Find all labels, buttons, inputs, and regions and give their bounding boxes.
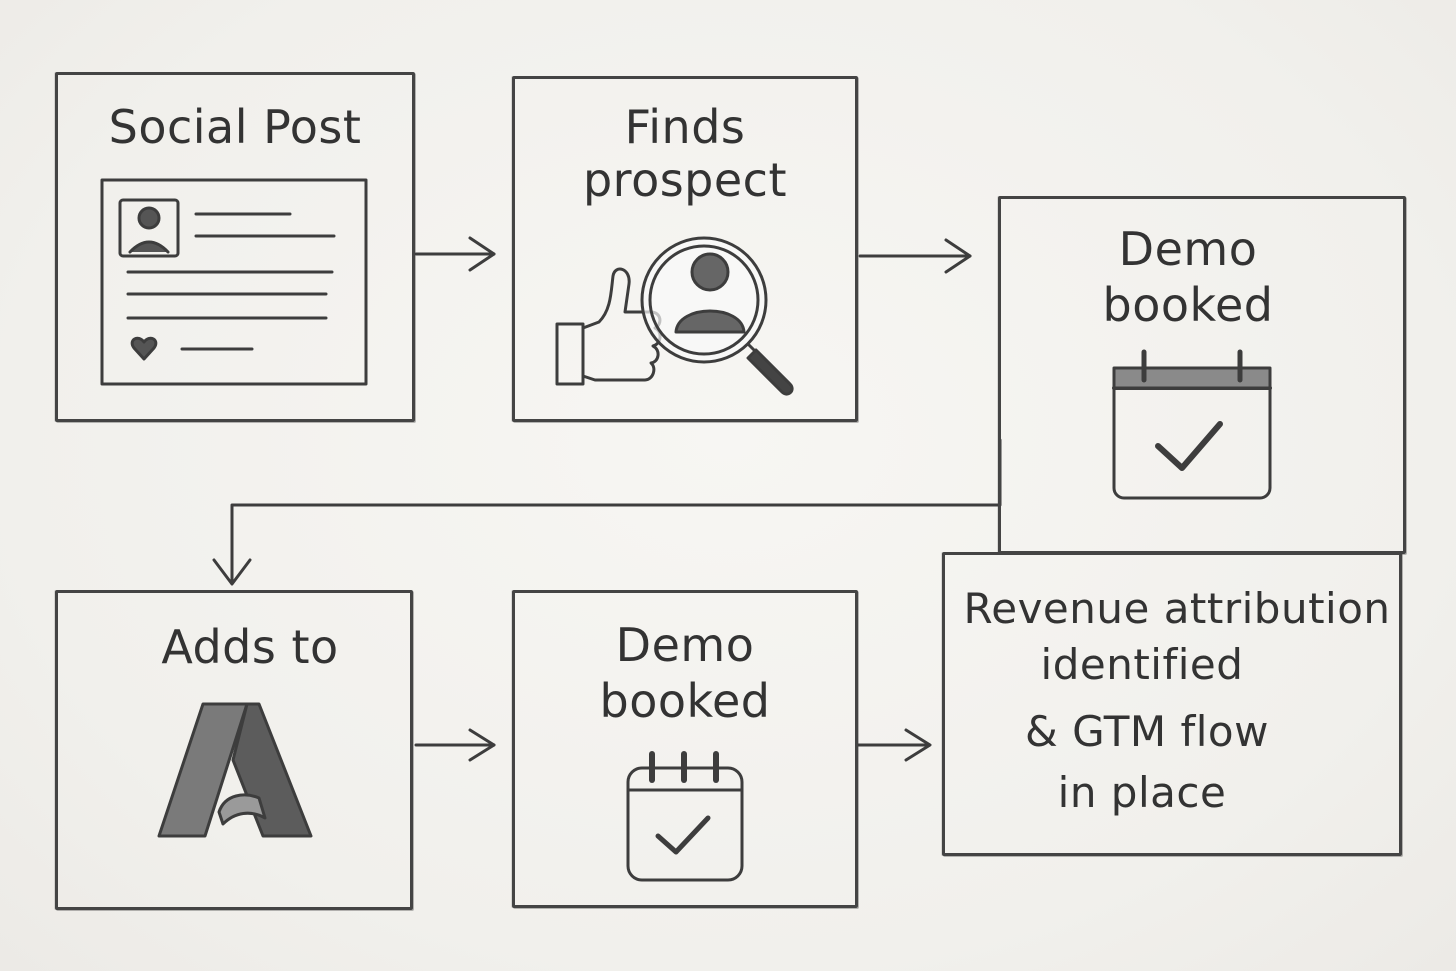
a-logo-icon <box>157 702 313 838</box>
step-title-revenue-line4: in place <box>1057 768 1227 817</box>
arrow-demo-to-adds <box>212 438 1002 586</box>
magnifying-glass-person-icon <box>640 236 794 396</box>
step-title-demo-line2: booked <box>1102 278 1274 332</box>
arrow-adds-to-demo2 <box>414 728 496 762</box>
arrow-finds-to-demo <box>858 238 972 274</box>
step-title-finds-line1: Finds <box>624 100 746 154</box>
calendar-check-icon <box>1112 349 1272 500</box>
step-title-social-post: Social Post <box>108 100 362 154</box>
step-box-demo-booked-2 <box>512 590 858 908</box>
step-title-demo2-line2: booked <box>599 674 771 728</box>
step-box-social-post <box>55 72 415 422</box>
step-box-revenue-attribution <box>942 552 1402 856</box>
step-title-revenue-line3: & GTM flow <box>1025 707 1269 756</box>
step-title-adds-to: Adds to <box>161 620 339 674</box>
social-post-card-icon <box>100 178 368 386</box>
arrow-social-to-finds <box>414 236 496 272</box>
calendar-check-icon <box>626 751 744 882</box>
step-title-revenue-line2: identified <box>1040 640 1244 689</box>
step-box-adds-to <box>55 590 413 910</box>
step-title-revenue-line1: Revenue attribution <box>963 584 1391 633</box>
step-title-demo-line1: Demo <box>1118 222 1258 276</box>
step-title-demo2-line1: Demo <box>615 618 755 672</box>
arrow-demo2-to-revenue <box>856 728 932 762</box>
step-title-finds-line2: prospect <box>582 153 788 207</box>
step-box-finds-prospect <box>512 76 858 422</box>
